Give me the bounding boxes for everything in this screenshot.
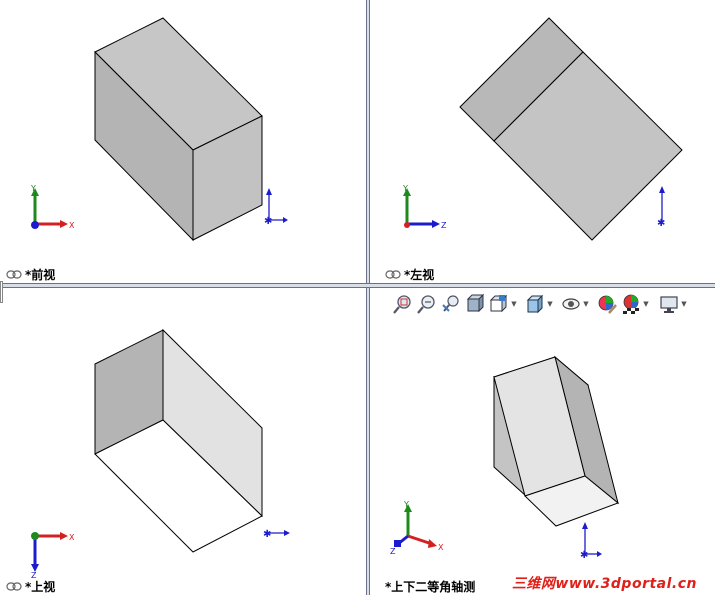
heads-up-view-toolbar: ▼ ▼ ▼ ▼ ▼ <box>392 292 688 316</box>
view-label-dimetric: *上下二等角轴测 <box>385 578 475 595</box>
view-label-text: *上下二等角轴测 <box>385 580 476 594</box>
view-settings-icon <box>660 296 678 313</box>
display-style-icon <box>526 294 544 314</box>
ref-axis-icon: ✱ <box>264 188 288 226</box>
chevron-down-icon[interactable]: ▼ <box>681 300 687 308</box>
viewport-splitter-horizontal[interactable] <box>0 283 715 288</box>
viewport-front[interactable]: Y X ✱ *前视 <box>0 0 366 283</box>
link-icon[interactable] <box>6 270 22 279</box>
ref-axis-icon: ✱ <box>580 522 602 561</box>
chevron-down-icon[interactable]: ▼ <box>547 300 553 308</box>
edit-appearance-button[interactable] <box>596 293 618 315</box>
axis-triad: Y X <box>30 184 75 230</box>
edit-appearance-icon <box>598 295 617 314</box>
svg-text:✱: ✱ <box>264 216 272 226</box>
section-view-button[interactable] <box>464 293 486 315</box>
axis-y-label: Y <box>402 184 408 193</box>
viewport-left[interactable]: Y Z ✱ *左视 <box>370 0 715 283</box>
axis-x-label: X <box>438 543 444 552</box>
view-orientation-icon <box>489 294 508 313</box>
view-label-left: *左视 <box>385 266 434 283</box>
chevron-down-icon[interactable]: ▼ <box>643 300 649 308</box>
box-model-top <box>94 328 263 553</box>
axis-z-label: Z <box>441 221 447 230</box>
hide-show-items-icon <box>562 298 580 310</box>
view-label-front: *前视 <box>6 266 55 283</box>
viewport-dimetric[interactable]: Y X Z ✱ *上下二等角轴测 三维网www.3dportal.cn <box>370 288 715 595</box>
axis-triad: Y X Z <box>390 500 444 556</box>
axis-x-label: X <box>69 221 75 230</box>
apply-scene-button[interactable]: ▼ <box>620 293 650 315</box>
view-label-text: *左视 <box>404 268 435 282</box>
view-label-text: *上视 <box>25 580 56 594</box>
splitter-handle[interactable] <box>0 281 3 303</box>
chevron-down-icon[interactable]: ▼ <box>583 300 589 308</box>
viewport-splitter-vertical[interactable] <box>366 0 370 595</box>
hide-show-items-button[interactable]: ▼ <box>560 293 590 315</box>
link-icon[interactable] <box>6 582 22 591</box>
svg-text:✱: ✱ <box>580 550 588 561</box>
link-icon[interactable] <box>385 270 401 279</box>
svg-text:✱: ✱ <box>657 218 665 229</box>
section-view-icon <box>466 293 485 313</box>
zoom-to-fit-icon <box>393 295 411 314</box>
previous-view-icon <box>442 295 459 312</box>
axis-z-label: Z <box>390 547 396 556</box>
svg-text:✱: ✱ <box>263 529 271 540</box>
viewport-top[interactable]: Z X ✱ *上视 <box>0 288 366 595</box>
view-orientation-button[interactable]: ▼ <box>488 293 518 315</box>
axis-x-label: X <box>69 533 75 542</box>
view-label-text: *前视 <box>25 268 56 282</box>
chevron-down-icon[interactable]: ▼ <box>511 300 517 308</box>
view-settings-button[interactable]: ▼ <box>658 293 688 315</box>
zoom-to-fit-button[interactable] <box>392 293 414 315</box>
axis-triad: Y Z <box>402 184 447 230</box>
axis-z-label: Z <box>31 571 37 578</box>
box-model-front <box>94 17 263 242</box>
box-model-left <box>459 17 683 241</box>
axis-y-label: Y <box>403 500 409 509</box>
previous-view-button[interactable] <box>440 293 462 315</box>
axis-y-label: Y <box>30 184 36 193</box>
ref-axis-icon: ✱ <box>657 186 665 229</box>
view-label-top: *上视 <box>6 578 55 595</box>
watermark: 三维网www.3dportal.cn <box>511 576 697 592</box>
apply-scene-icon <box>623 294 639 314</box>
box-model-dimetric <box>493 355 619 527</box>
ref-axis-icon: ✱ <box>263 529 290 540</box>
display-style-button[interactable]: ▼ <box>524 293 554 315</box>
axis-triad: Z X <box>31 532 75 578</box>
zoom-to-area-button[interactable] <box>416 293 438 315</box>
zoom-to-area-icon <box>417 295 435 314</box>
